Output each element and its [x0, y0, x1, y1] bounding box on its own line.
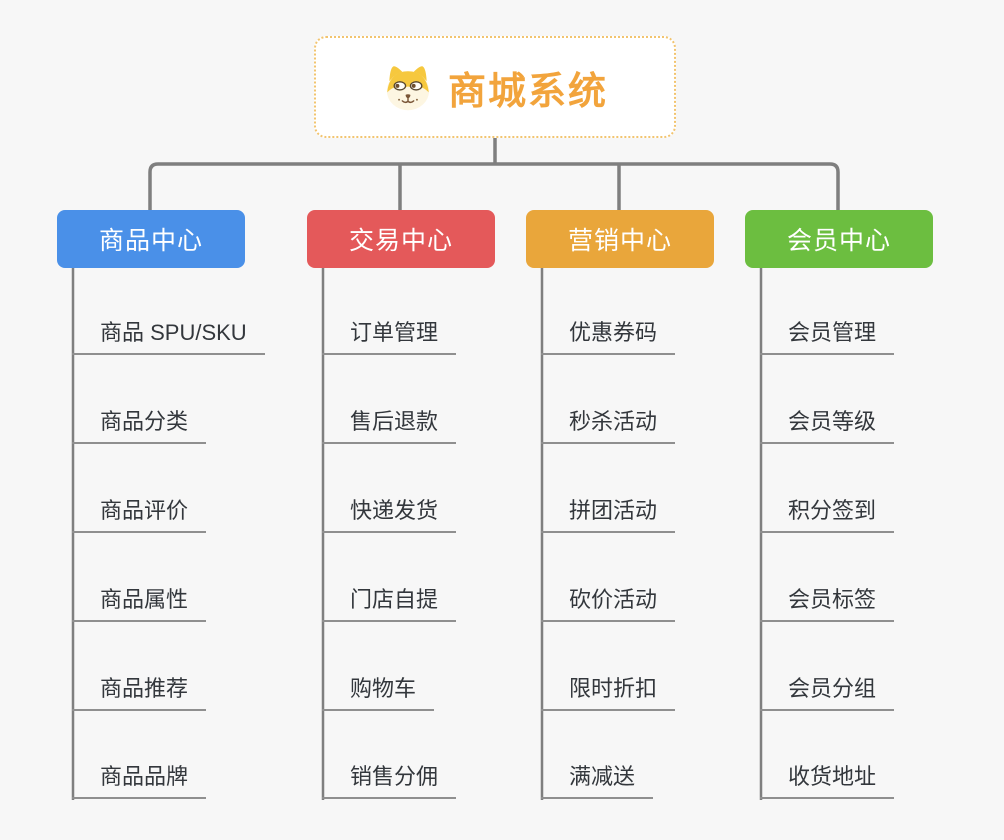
leaf-node[interactable]: 商品品牌	[72, 763, 207, 799]
leaf-node[interactable]: 商品属性	[72, 586, 207, 622]
leaf-node[interactable]: 满减送	[541, 763, 654, 799]
branch-node-member-center[interactable]: 会员中心	[745, 210, 933, 268]
leaf-node[interactable]: 商品评价	[72, 497, 207, 533]
leaf-node[interactable]: 会员分组	[760, 675, 895, 711]
leaf-node[interactable]: 拼团活动	[541, 497, 676, 533]
branch-node-marketing-center[interactable]: 营销中心	[526, 210, 714, 268]
leaf-node[interactable]: 会员等级	[760, 408, 895, 444]
leaf-node[interactable]: 秒杀活动	[541, 408, 676, 444]
leaf-node[interactable]: 会员标签	[760, 586, 895, 622]
dog-face-icon	[386, 65, 430, 110]
branch-node-trade-center[interactable]: 交易中心	[307, 210, 495, 268]
leaf-node[interactable]: 收货地址	[760, 763, 895, 799]
leaf-node[interactable]: 购物车	[322, 675, 435, 711]
root-node[interactable]: 商城系统	[314, 36, 676, 138]
leaf-node[interactable]: 积分签到	[760, 497, 895, 533]
leaf-node[interactable]: 销售分佣	[322, 763, 457, 799]
branch-node-product-center[interactable]: 商品中心	[57, 210, 245, 268]
leaf-node[interactable]: 快递发货	[322, 497, 457, 533]
leaf-node[interactable]: 限时折扣	[541, 675, 676, 711]
leaf-node[interactable]: 商品推荐	[72, 675, 207, 711]
leaf-node[interactable]: 售后退款	[322, 408, 457, 444]
root-title: 商城系统	[447, 70, 608, 113]
leaf-node[interactable]: 订单管理	[322, 319, 457, 355]
leaf-node[interactable]: 门店自提	[322, 586, 457, 622]
leaf-node[interactable]: 优惠券码	[541, 319, 676, 355]
leaf-node[interactable]: 商品 SPU/SKU	[72, 319, 265, 355]
leaf-node[interactable]: 会员管理	[760, 319, 895, 355]
leaf-node[interactable]: 商品分类	[72, 408, 207, 444]
leaf-node[interactable]: 砍价活动	[541, 586, 676, 622]
